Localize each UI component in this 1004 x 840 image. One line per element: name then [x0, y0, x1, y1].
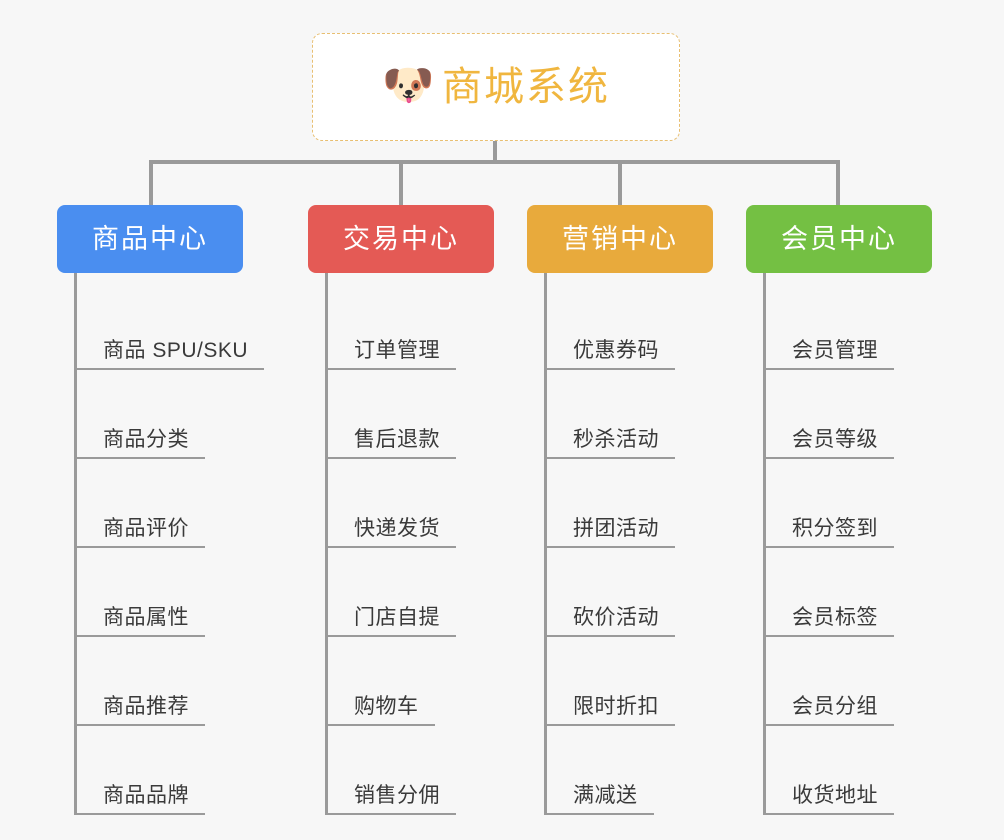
leaf-item-underline [325, 724, 435, 726]
leaf-item-label: 商品推荐 [103, 695, 189, 718]
leaf-item-underline [74, 368, 264, 370]
connector-drop-2 [399, 160, 403, 205]
leaf-item-underline [763, 635, 894, 637]
leaf-item-label: 商品评价 [103, 517, 189, 540]
leaf-item[interactable]: 限时折扣 [527, 637, 713, 726]
leaf-item-label: 会员分组 [792, 695, 878, 718]
leaf-item-underline [74, 546, 205, 548]
leaf-item-label: 积分签到 [792, 517, 878, 540]
leaf-item[interactable]: 商品品牌 [57, 726, 243, 815]
leaf-spine [763, 273, 766, 815]
column-member-center: 会员中心会员管理会员等级积分签到会员标签会员分组收货地址 [746, 205, 932, 815]
connector-drop-3 [618, 160, 622, 205]
leaf-item[interactable]: 会员等级 [746, 370, 932, 459]
leaf-item[interactable]: 会员分组 [746, 637, 932, 726]
connector-drop-1 [149, 160, 153, 205]
leaf-item-label: 商品品牌 [103, 784, 189, 807]
leaf-item-underline [74, 813, 205, 815]
category-header-marketing-center[interactable]: 营销中心 [527, 205, 713, 273]
leaf-list-trade-center: 订单管理售后退款快递发货门店自提购物车销售分佣 [308, 273, 494, 815]
shiba-dog-face-icon: 🐶 [382, 61, 435, 108]
leaf-item-label: 商品 SPU/SKU [103, 339, 249, 362]
leaf-item[interactable]: 销售分佣 [308, 726, 494, 815]
leaf-spine [544, 273, 547, 815]
column-product-center: 商品中心商品 SPU/SKU 商品分类商品评价商品属性商品推荐商品品牌 [57, 205, 264, 815]
category-header-product-center[interactable]: 商品中心 [57, 205, 243, 273]
leaf-item-underline [74, 724, 205, 726]
leaf-item[interactable]: 会员标签 [746, 548, 932, 637]
leaf-item[interactable]: 商品属性 [57, 548, 243, 637]
leaf-item-underline [325, 457, 456, 459]
root-node[interactable]: 🐶 商城系统 [312, 33, 680, 141]
connector-drop-4 [836, 160, 840, 205]
leaf-item-underline [763, 724, 894, 726]
leaf-item-label: 订单管理 [354, 339, 440, 362]
leaf-item-label: 限时折扣 [573, 695, 659, 718]
leaf-item-label: 商品属性 [103, 606, 189, 629]
leaf-item-underline [544, 457, 675, 459]
leaf-item-underline [544, 546, 675, 548]
leaf-item-underline [325, 635, 456, 637]
leaf-item-label: 购物车 [354, 695, 419, 718]
leaf-list-product-center: 商品 SPU/SKU 商品分类商品评价商品属性商品推荐商品品牌 [57, 273, 264, 815]
leaf-item-label: 销售分佣 [354, 784, 440, 807]
leaf-item-label: 满减送 [573, 784, 638, 807]
category-header-member-center[interactable]: 会员中心 [746, 205, 932, 273]
connector-horizontal-bar [149, 160, 840, 164]
root-title: 商城系统 [442, 65, 610, 109]
leaf-item-underline [325, 546, 456, 548]
leaf-item-label: 收货地址 [792, 784, 878, 807]
leaf-item-label: 售后退款 [354, 428, 440, 451]
leaf-item-underline [763, 546, 894, 548]
leaf-item[interactable]: 砍价活动 [527, 548, 713, 637]
leaf-item-underline [74, 635, 205, 637]
leaf-item-underline [325, 813, 456, 815]
leaf-item-label: 优惠券码 [573, 339, 659, 362]
leaf-spine [74, 273, 77, 815]
leaf-item-underline [544, 813, 654, 815]
leaf-item[interactable]: 售后退款 [308, 370, 494, 459]
leaf-item-label: 拼团活动 [573, 517, 659, 540]
leaf-item-underline [325, 368, 456, 370]
leaf-item-label: 快递发货 [354, 517, 440, 540]
leaf-item-label: 会员等级 [792, 428, 878, 451]
leaf-list-member-center: 会员管理会员等级积分签到会员标签会员分组收货地址 [746, 273, 932, 815]
leaf-item[interactable]: 拼团活动 [527, 459, 713, 548]
leaf-item[interactable]: 会员管理 [746, 281, 932, 370]
leaf-item-label: 会员标签 [792, 606, 878, 629]
leaf-item[interactable]: 门店自提 [308, 548, 494, 637]
leaf-item-underline [763, 368, 894, 370]
leaf-item[interactable]: 快递发货 [308, 459, 494, 548]
leaf-list-marketing-center: 优惠券码秒杀活动拼团活动砍价活动限时折扣满减送 [527, 273, 713, 815]
leaf-item[interactable]: 满减送 [527, 726, 713, 815]
connector-stem [493, 141, 497, 164]
leaf-item-label: 门店自提 [354, 606, 440, 629]
leaf-item-underline [544, 724, 675, 726]
leaf-spine [325, 273, 328, 815]
column-trade-center: 交易中心订单管理售后退款快递发货门店自提购物车销售分佣 [308, 205, 494, 815]
leaf-item[interactable]: 商品分类 [57, 370, 243, 459]
leaf-item[interactable]: 秒杀活动 [527, 370, 713, 459]
leaf-item-label: 秒杀活动 [573, 428, 659, 451]
category-header-trade-center[interactable]: 交易中心 [308, 205, 494, 273]
leaf-item[interactable]: 优惠券码 [527, 281, 713, 370]
leaf-item-underline [763, 813, 894, 815]
column-marketing-center: 营销中心优惠券码秒杀活动拼团活动砍价活动限时折扣满减送 [527, 205, 713, 815]
leaf-item[interactable]: 商品推荐 [57, 637, 243, 726]
leaf-item-underline [544, 635, 675, 637]
leaf-item-underline [74, 457, 205, 459]
leaf-item-label: 砍价活动 [573, 606, 659, 629]
leaf-item[interactable]: 购物车 [308, 637, 494, 726]
leaf-item[interactable]: 积分签到 [746, 459, 932, 548]
leaf-item-label: 会员管理 [792, 339, 878, 362]
leaf-item[interactable]: 订单管理 [308, 281, 494, 370]
leaf-item[interactable]: 商品评价 [57, 459, 243, 548]
leaf-item-label: 商品分类 [103, 428, 189, 451]
leaf-item[interactable]: 收货地址 [746, 726, 932, 815]
leaf-item[interactable]: 商品 SPU/SKU [57, 281, 264, 370]
leaf-item-underline [544, 368, 675, 370]
leaf-item-underline [763, 457, 894, 459]
